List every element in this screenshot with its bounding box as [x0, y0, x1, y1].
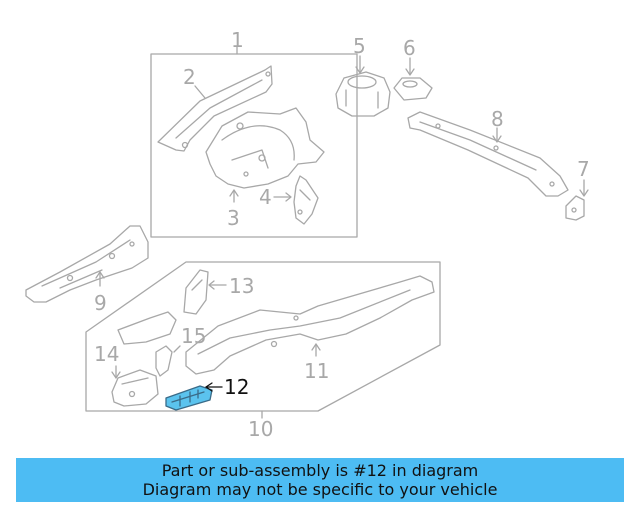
callout-6: 6: [403, 36, 416, 60]
part-12-highlighted[interactable]: [165, 385, 213, 411]
callout-9: 9: [94, 291, 107, 315]
part-11-long-rail: [185, 275, 435, 375]
part-8-crossbar: [407, 111, 569, 197]
part-5-mount: [335, 55, 391, 117]
part-15-bracket: [117, 311, 181, 377]
callout-2: 2: [183, 65, 196, 89]
banner-line-2: Diagram may not be specific to your vehi…: [142, 480, 498, 499]
callout-1: 1: [231, 28, 244, 52]
part-7-bracket: [565, 179, 589, 221]
callout-14: 14: [94, 342, 120, 366]
part-6-cap: [393, 57, 433, 101]
part-13-bracket: [183, 269, 227, 315]
parts-diagram: [25, 46, 589, 419]
callout-15: 15: [181, 324, 207, 348]
callout-4: 4: [259, 185, 272, 209]
callout-7: 7: [577, 157, 590, 181]
callout-11: 11: [304, 359, 330, 383]
part-4-bracket: [273, 175, 319, 225]
group-box-1: [150, 53, 358, 238]
callout-10: 10: [248, 417, 274, 441]
callout-3: 3: [227, 206, 240, 230]
part-2-upper-member: [157, 65, 273, 152]
group-box-10: [85, 261, 441, 412]
callout-13: 13: [229, 274, 255, 298]
callout-12: 12: [224, 375, 250, 399]
callout-8: 8: [491, 107, 504, 131]
banner-line-1: Part or sub-assembly is #12 in diagram: [161, 461, 479, 480]
part-14-bracket: [111, 365, 159, 407]
part-9-frame-rail: [25, 225, 149, 303]
callout-5: 5: [353, 34, 366, 58]
info-banner: Part or sub-assembly is #12 in diagram D…: [16, 458, 624, 502]
part-3-wheelhouse: [205, 107, 325, 203]
